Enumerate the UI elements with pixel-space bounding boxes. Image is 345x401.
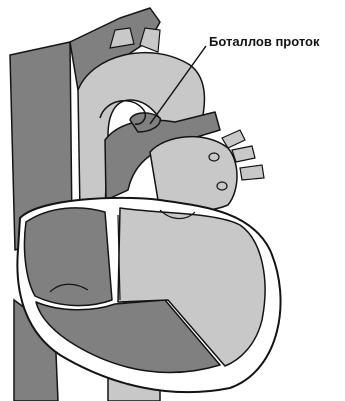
pulmonary-vein-3: [240, 165, 264, 180]
pulmonary-vein-2: [232, 146, 255, 162]
ductus-arteriosus-label: Боталлов проток: [209, 34, 320, 49]
left-atrium: [150, 137, 237, 211]
right-atrium: [24, 208, 112, 306]
